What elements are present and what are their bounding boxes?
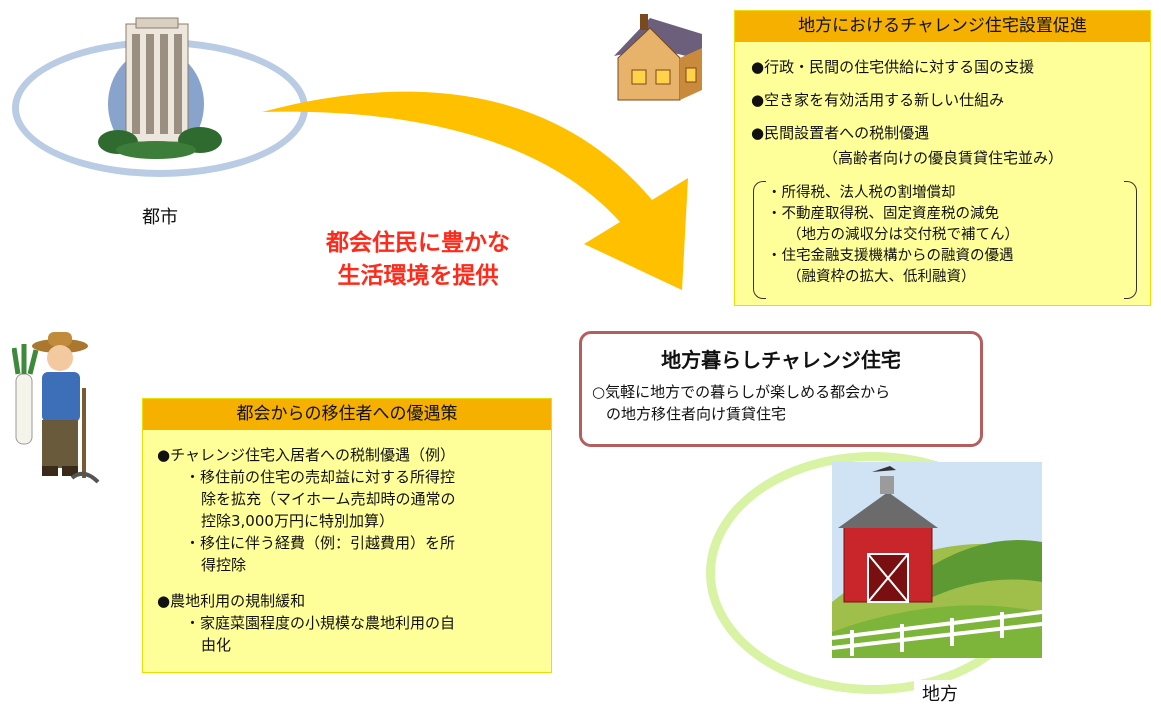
- farmer-icon: [12, 332, 100, 484]
- tower-building-icon: [98, 17, 222, 159]
- bracket-line: （地方の減収分は交付税で補てん）: [787, 227, 1019, 243]
- bracket-line: ・所得税、法人税の割増償却: [767, 185, 956, 201]
- box-title: 地方暮らしチャレンジ住宅: [661, 348, 901, 372]
- slogan: 都会住民に豊かな 生活環境を提供: [306, 227, 530, 294]
- slogan-line-2: 生活環境を提供: [337, 263, 499, 290]
- bracket-line: （融資枠の拡大、低利融資）: [787, 269, 976, 285]
- sub-item-cont: 由化: [201, 636, 232, 654]
- box-title: 都会からの移住者への優遇策: [143, 399, 551, 430]
- barn-landscape-icon: [832, 462, 1042, 658]
- bullet-item: ●チャレンジ住宅入居者への税制優遇（例）: [157, 446, 455, 464]
- sub-item: ・家庭菜園程度の小規模な農地利用の自: [185, 614, 456, 632]
- bracket-left: [753, 181, 766, 299]
- sub-item: ・移住に伴う経費（例：引越費用）を所: [185, 534, 456, 552]
- bullet-item: ●空き家を有効活用する新しい仕組み: [751, 91, 1005, 109]
- sub-item: ・移住前の住宅の売却益に対する所得控: [185, 468, 456, 486]
- slogan-line-1: 都会住民に豊かな: [326, 230, 510, 256]
- sub-item-cont: 除を拡充（マイホーム売却時の通常の: [201, 490, 456, 508]
- bracket-line: ・不動産取得税、固定資産税の減免: [767, 206, 999, 222]
- migrant-incentives-box: 都会からの移住者への優遇策 ●チャレンジ住宅入居者への税制優遇（例） ・移住前の…: [142, 398, 552, 673]
- bullet-item: ●行政・民間の住宅供給に対する国の支援: [751, 58, 1035, 76]
- bullet-subnote: （高齢者向けの優良賃貸住宅並み）: [823, 149, 1064, 167]
- sub-item-cont: 控除3,000万円に特別加算）: [201, 512, 394, 530]
- bracket-right: [1124, 181, 1137, 299]
- bullet-item: ●民間設置者への税制優遇: [751, 124, 930, 142]
- regional-housing-promotion-box: 地方におけるチャレンジ住宅設置促進 ●行政・民間の住宅供給に対する国の支援 ●空…: [734, 10, 1151, 306]
- challenge-housing-box: 地方暮らしチャレンジ住宅 ○気軽に地方での暮らしが楽しめる都会から の地方移住者…: [579, 331, 983, 447]
- bracket-line: ・住宅金融支援機構からの融資の優遇: [767, 248, 1014, 264]
- city-label: 都市: [134, 201, 186, 231]
- house-icon: [614, 14, 702, 101]
- box-desc-line: の地方移住者向け賃貸住宅: [606, 405, 787, 423]
- sub-item-cont: 得控除: [201, 556, 247, 574]
- box-desc-line: ○気軽に地方での暮らしが楽しめる都会から: [592, 383, 891, 401]
- rural-label: 地方: [914, 680, 966, 706]
- box-title: 地方におけるチャレンジ住宅設置促進: [735, 11, 1150, 42]
- bullet-item: ●農地利用の規制緩和: [157, 592, 306, 610]
- tax-incentive-bracket: ・所得税、法人税の割増償却 ・不動産取得税、固定資産税の減免 （地方の減収分は交…: [753, 181, 1137, 299]
